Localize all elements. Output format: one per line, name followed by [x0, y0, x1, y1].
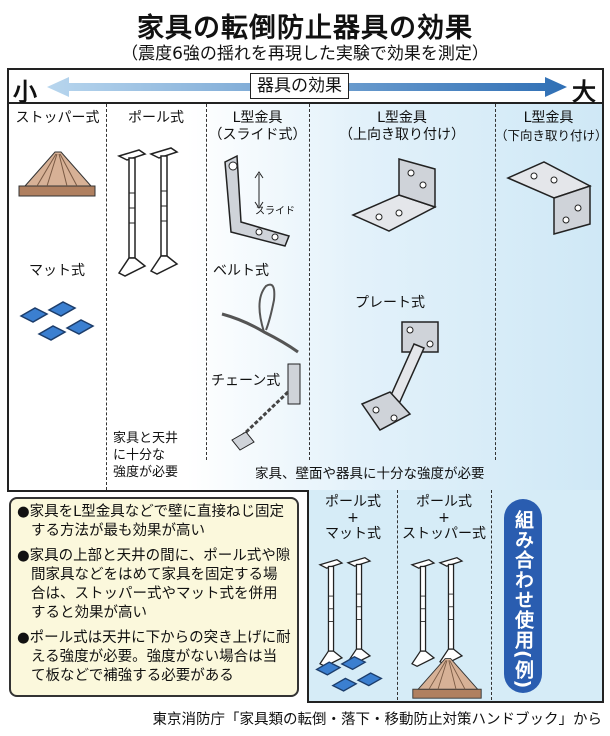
- column-header-line: （上向き取り付け）: [339, 127, 465, 143]
- combo-pole-stopper-header: ポール式+ストッパー式: [397, 494, 491, 542]
- mat-illustration: [17, 300, 97, 350]
- page-title: 家具の転倒防止器具の効果: [137, 13, 473, 44]
- note-line: 家具と天井: [113, 431, 179, 446]
- pole-illustration: [117, 148, 147, 278]
- note-item: ●家具をL型金具などで壁に直接ねじ固定する方法が最も効果が高い: [17, 504, 284, 539]
- column-header-stopper: ストッパー式: [15, 110, 100, 126]
- combo-pole-mat-header: ポール式+マット式: [309, 494, 397, 542]
- scale-label: 器具の効果: [250, 73, 349, 99]
- column-header-l-slide: L型金具（スライド式）: [206, 110, 309, 144]
- wall-requirement-note: 家具、壁面や器具に十分な強度が必要: [255, 466, 485, 482]
- belt-label: ベルト式: [213, 263, 269, 279]
- l-up-bracket-illustration: [349, 155, 439, 235]
- note-line: に十分な: [113, 448, 166, 463]
- effect-comparison-panel: 小 大 器具の効果 ストッパー式 ポール式 L型金具（スライド式） L型金具（上…: [7, 68, 608, 492]
- combo-line: ストッパー式: [402, 526, 486, 542]
- belt-illustration: [221, 283, 299, 354]
- column-divider: [491, 490, 492, 700]
- plate-label: プレート式: [355, 295, 425, 311]
- column-header-line: L型金具: [377, 110, 427, 126]
- note-line: 強度が必要: [113, 465, 179, 480]
- column-header-l-up: L型金具（上向き取り付け）: [309, 110, 495, 144]
- chain-label: チェーン式: [211, 373, 281, 389]
- notes-box: ●家具をL型金具などで壁に直接ねじ固定する方法が最も効果が高い ●家具の上部と天…: [9, 497, 299, 697]
- column-header-line: L型金具: [232, 110, 283, 126]
- pole-illustration: [437, 556, 465, 666]
- effect-scale-bar: 小 大 器具の効果: [9, 70, 602, 106]
- column-divider: [495, 104, 496, 460]
- scale-high-label: 大: [572, 78, 596, 106]
- stopper-illustration: [409, 655, 485, 700]
- slide-arrow-label: スライド: [255, 206, 295, 217]
- column-header-line: （スライド式）: [208, 127, 307, 143]
- combo-line: ポール式: [416, 494, 472, 510]
- column-divider: [206, 104, 207, 460]
- pole-requirement-note: 家具と天井に十分な強度が必要: [113, 430, 178, 481]
- column-header-l-down: L型金具 （下向き取り付け）: [495, 110, 608, 144]
- scale-low-label: 小: [13, 78, 37, 106]
- column-header-line: （下向き取り付け）: [495, 128, 608, 143]
- column-header-pole: ポール式: [128, 110, 184, 126]
- l-slide-bracket-illustration: [224, 154, 291, 247]
- plate-illustration: [360, 321, 439, 431]
- chain-illustration: [231, 363, 301, 451]
- pole-illustration: [409, 558, 437, 668]
- page-subtitle: （震度6強の揺れを再現した実験で効果を測定）: [121, 44, 489, 64]
- mat-illustration: [313, 655, 385, 700]
- note-item: ●ポール式は天井に下からの突き上げに耐える強度が必要。強度がない場合は当て板など…: [17, 630, 291, 684]
- combination-panel: ポール式+マット式 ポール式+ストッパー式 組み合わせ使用(例): [307, 490, 604, 703]
- stopper-illustration: [17, 148, 97, 198]
- column-divider: [397, 490, 398, 700]
- combo-plus: +: [347, 510, 359, 526]
- pole-illustration: [345, 556, 373, 666]
- column-header-line: L型金具: [523, 110, 574, 126]
- column-divider: [106, 104, 107, 490]
- pole-illustration: [149, 146, 179, 276]
- combo-line: ポール式: [325, 494, 381, 510]
- mat-label: マット式: [29, 263, 85, 279]
- combo-line: マット式: [325, 526, 381, 542]
- l-down-bracket-illustration: [504, 158, 594, 238]
- combination-label-badge: 組み合わせ使用(例): [504, 499, 542, 693]
- pole-illustration: [317, 558, 345, 668]
- source-credit: 東京消防庁「家具類の転倒・落下・移動防止対策ハンドブック」から: [152, 712, 603, 728]
- note-item: ●家具の上部と天井の間に、ポール式や隙間家具などをはめて家具を固定する場合は、ス…: [17, 548, 291, 621]
- combo-plus: +: [438, 510, 450, 526]
- column-divider: [309, 104, 310, 460]
